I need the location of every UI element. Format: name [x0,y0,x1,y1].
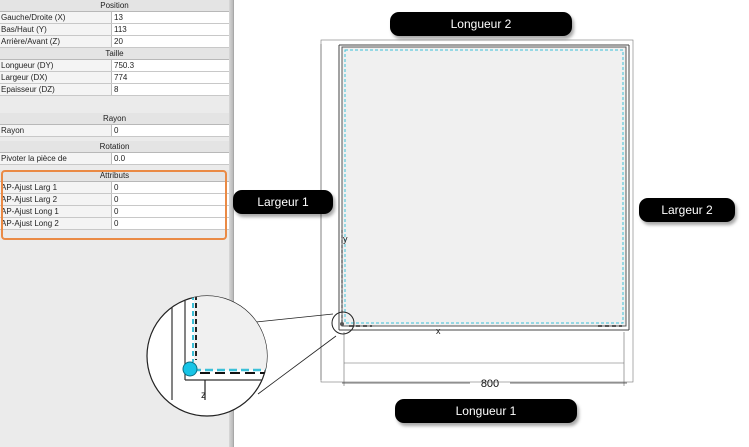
section-header-attributs: Attributs [0,170,229,182]
axis-label-z: z [201,390,206,401]
attributes-highlight-box [1,170,227,240]
property-value-input[interactable]: 113 [112,24,231,35]
callout-largeur-2: Largeur 2 [639,198,735,222]
magnifier-connector-top [255,313,334,323]
property-row-rayon[interactable]: Rayon 0 [0,125,231,137]
property-label: Arrière/Avant (Z) [0,36,112,47]
property-label: AP-Ajust Long 1 [0,206,112,217]
property-label: AP-Ajust Long 2 [0,218,112,229]
origin-point [340,322,344,326]
property-label: AP-Ajust Larg 2 [0,194,112,205]
property-row-largeur[interactable]: Largeur (DX) 774 [0,72,231,84]
property-value-input[interactable]: 0 [112,206,231,217]
section-header-rayon: Rayon [0,113,229,125]
section-header-position: Position [0,0,229,12]
property-value-input[interactable]: 0 [112,125,231,136]
property-row-pivoter[interactable]: Pivoter la pièce de 0.0 [0,153,231,165]
property-row-ajust-larg-1[interactable]: AP-Ajust Larg 1 0 [0,182,231,194]
callout-longueur-2: Longueur 2 [390,12,572,36]
panel-splitter[interactable] [229,0,234,447]
property-row-y[interactable]: Bas/Haut (Y) 113 [0,24,231,36]
magnifier-connector-bottom [257,335,337,395]
board-face[interactable] [341,46,627,327]
property-row-epaisseur[interactable]: Epaisseur (DZ) 8 [0,84,231,96]
property-label: Pivoter la pièce de [0,153,112,164]
property-row-ajust-larg-2[interactable]: AP-Ajust Larg 2 0 [0,194,231,206]
property-label: AP-Ajust Larg 1 [0,182,112,193]
section-header-rotation: Rotation [0,141,229,153]
magnifier-target-circle [331,311,355,335]
property-label: Epaisseur (DZ) [0,84,112,95]
property-value-input[interactable]: 0 [112,218,231,229]
property-value-input[interactable]: 750.3 [112,60,231,71]
property-row-z[interactable]: Arrière/Avant (Z) 20 [0,36,231,48]
property-row-longueur[interactable]: Longueur (DY) 750.3 [0,60,231,72]
properties-panel: Position Gauche/Droite (X) 13 Bas/Haut (… [0,0,231,447]
origin-marker-icon [182,361,198,377]
property-label: Rayon [0,125,112,136]
dimension-value: 800 [481,378,499,390]
edge-banding-outline [344,49,624,324]
property-value-input[interactable]: 0 [112,182,231,193]
property-value-input[interactable]: 0.0 [112,153,231,164]
callout-longueur-1: Longueur 1 [395,399,577,423]
property-label: Bas/Haut (Y) [0,24,112,35]
property-row-ajust-long-1[interactable]: AP-Ajust Long 1 0 [0,206,231,218]
axis-label-y: y [343,234,348,244]
callout-largeur-1: Largeur 1 [233,190,333,214]
property-label: Gauche/Droite (X) [0,12,112,23]
section-header-taille: Taille [0,48,229,60]
property-value-input[interactable]: 0 [112,194,231,205]
property-value-input[interactable]: 8 [112,84,231,95]
property-row-ajust-long-2[interactable]: AP-Ajust Long 2 0 [0,218,231,230]
property-label: Largeur (DX) [0,72,112,83]
property-value-input[interactable]: 774 [112,72,231,83]
property-label: Longueur (DY) [0,60,112,71]
axis-label-x: x [436,326,441,336]
property-row-x[interactable]: Gauche/Droite (X) 13 [0,12,231,24]
property-value-input[interactable]: 20 [112,36,231,47]
property-value-input[interactable]: 13 [112,12,231,23]
